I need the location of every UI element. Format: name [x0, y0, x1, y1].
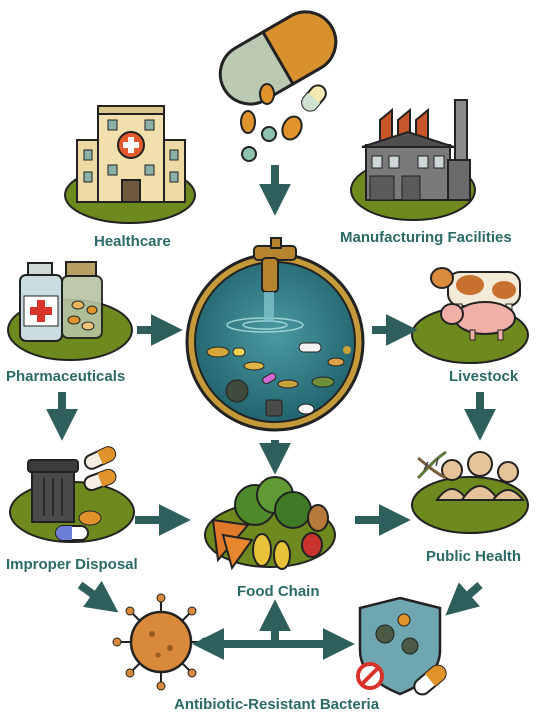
arrow-disposal-to-bacteria: [77, 580, 119, 613]
faucet-icon: [253, 237, 297, 322]
pig-icon: [440, 301, 516, 341]
water-contamination-circle: [185, 252, 365, 432]
vegetables-icon: [204, 476, 336, 571]
pill-bottle-icon: [7, 261, 133, 361]
label-manufacturing: Manufacturing Facilities: [340, 229, 512, 246]
people-icon: [411, 451, 529, 534]
virus-icon: [112, 593, 210, 691]
label-public-health: Public Health: [426, 548, 522, 565]
arrow-food-chain-split: [228, 612, 322, 648]
trash-can-icon: [9, 446, 135, 543]
label-improper-disposal: Improper Disposal: [6, 556, 138, 573]
arrow-public-health-to-shield: [445, 581, 483, 616]
label-resistant-bacteria: Antibiotic-Resistant Bacteria: [174, 696, 380, 713]
no-symbol-icon: [356, 662, 384, 690]
label-livestock: Livestock: [449, 368, 519, 385]
hospital-icon: [64, 105, 196, 224]
label-pharmaceuticals: Pharmaceuticals: [6, 368, 126, 385]
capsule-icon: [218, 10, 338, 162]
dna-icon: [416, 450, 447, 480]
label-healthcare: Healthcare: [94, 233, 171, 250]
factory-icon: [350, 99, 476, 221]
label-food-chain: Food Chain: [237, 583, 320, 600]
